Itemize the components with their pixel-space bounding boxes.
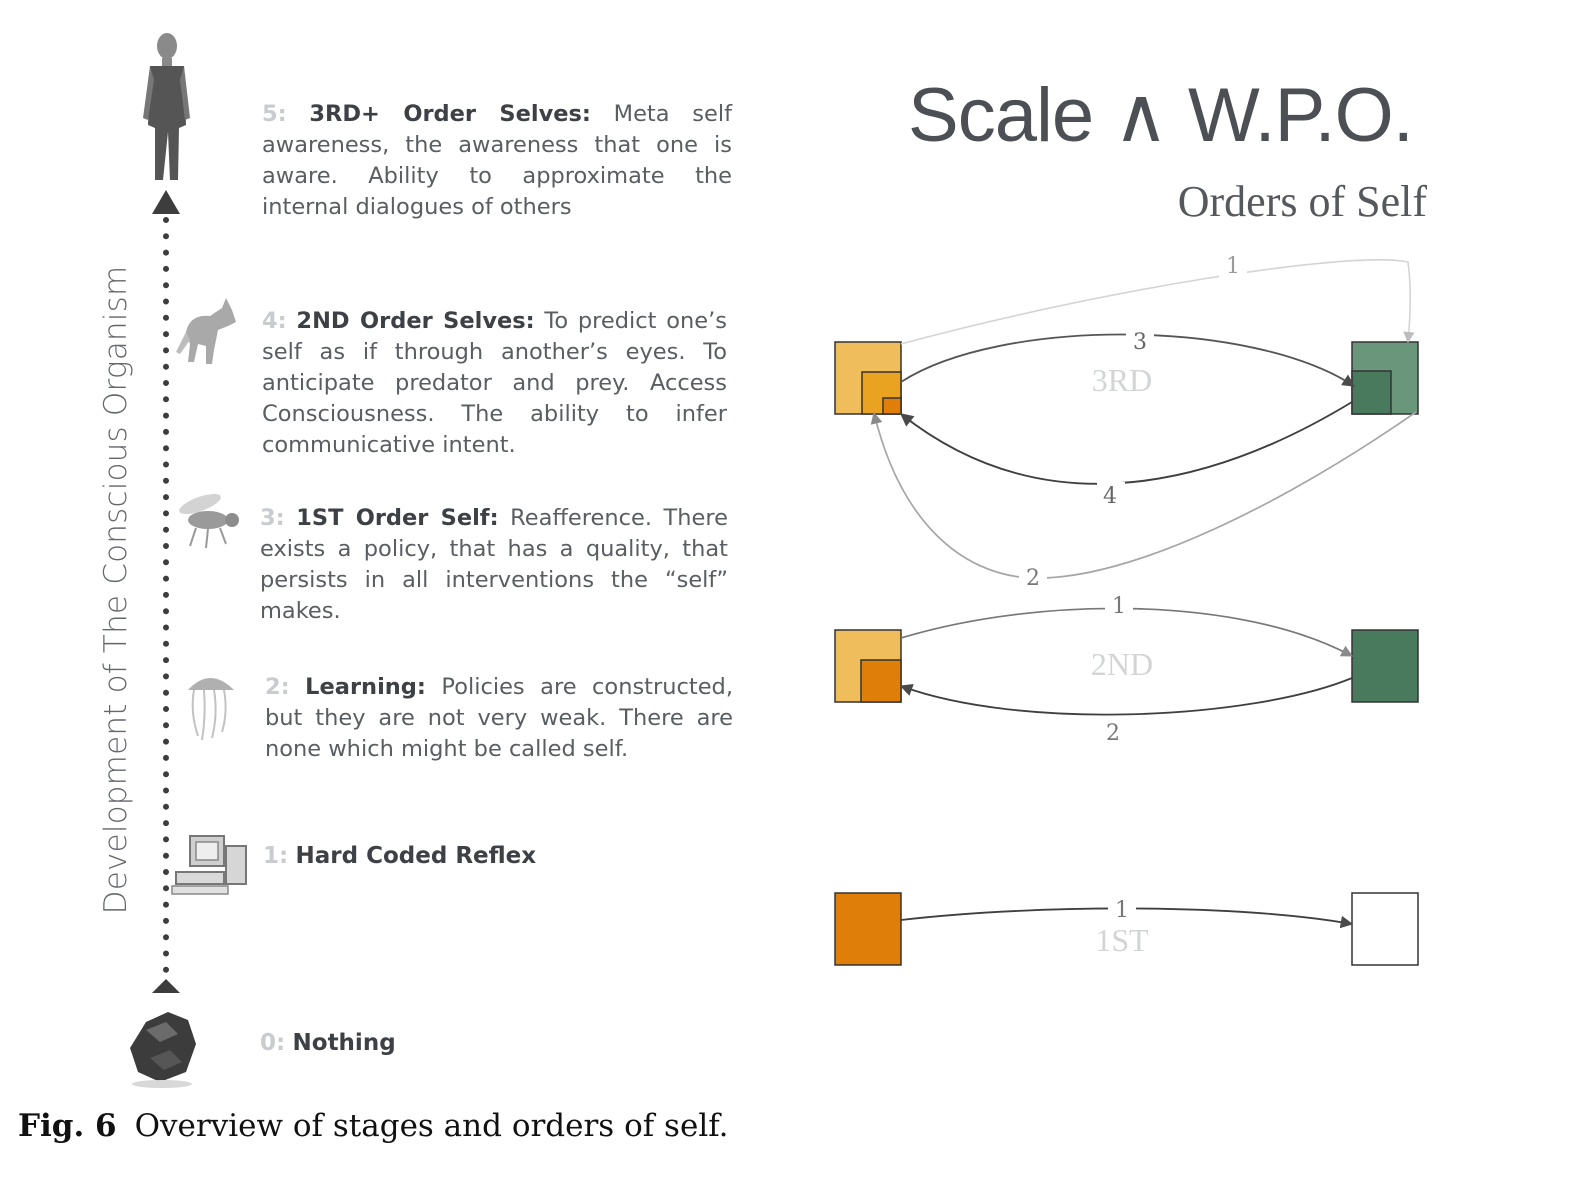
edge-3rd-4 (899, 401, 1353, 485)
stage-0-title: Nothing (292, 1030, 396, 1056)
stage-5-number: 5: (262, 101, 287, 127)
edge-label-3rd-2: 2 (1026, 566, 1040, 591)
stage-5-title: 3RD+ Order Selves: (309, 101, 591, 127)
rock-image (130, 1012, 196, 1088)
level-label-2nd: 2ND (1090, 646, 1154, 682)
timeline (152, 190, 180, 993)
stage-1-title: Hard Coded Reflex (295, 843, 537, 869)
edge-label-1st-1: 1 (1115, 898, 1129, 923)
stage-5-text: 5: 3RD+ Order Selves: Meta self awarenes… (262, 99, 732, 223)
edge-label-3rd-3: 3 (1133, 330, 1147, 355)
human-figure-image (143, 33, 190, 180)
level-label-3rd: 3RD (1091, 362, 1153, 398)
stage-4-title: 2ND Order Selves: (296, 308, 535, 334)
old-computer-image (171, 835, 247, 895)
stage-3-text: 3: 1ST Order Self: Reafference. There ex… (260, 503, 728, 627)
edge-labels: 1 3 4 2 1 2 1 (1019, 252, 1247, 923)
edge-3rd-3 (900, 333, 1356, 387)
stage-3-description: Reafference. There exists a policy, that… (260, 505, 728, 624)
edge-1st-1 (900, 907, 1354, 929)
edge-label-3rd-1: 1 (1226, 254, 1240, 279)
timeline-arrow-up (152, 190, 180, 214)
stage-0-number: 0: (260, 1030, 286, 1056)
edge-2nd-1 (900, 607, 1354, 657)
edge-3rd-1 (900, 259, 1415, 345)
stage-4-description: To predict one’s self as if through anot… (262, 308, 727, 458)
node-2nd-left (834, 629, 902, 703)
node-3rd-right (1351, 341, 1419, 415)
wolf-image (176, 298, 236, 364)
figure-title: Scale ∧ W.P.O. (908, 73, 1414, 158)
caption-label: Fig. 6 (18, 1108, 117, 1144)
stage-0-text: 0: Nothing (260, 1028, 660, 1059)
timeline-arrow-bottom (152, 979, 180, 993)
caption-text: Overview of stages and orders of self. (134, 1108, 729, 1144)
stage-3-title: 1ST Order Self: (296, 505, 499, 531)
edge-2nd-2 (899, 677, 1353, 716)
node-1st-left (834, 892, 902, 966)
fly-image (179, 494, 239, 549)
node-1st-right (1351, 892, 1419, 966)
edge-label-2nd-1: 1 (1112, 594, 1126, 619)
edge-3rd-2 (870, 411, 1417, 579)
stage-4-text: 4: 2ND Order Selves: To predict one’s se… (262, 306, 727, 461)
stage-1-number: 1: (263, 843, 289, 869)
edge-label-3rd-4: 4 (1103, 484, 1117, 509)
figure-subtitle: Orders of Self (1177, 177, 1427, 226)
level-label-1st: 1ST (1095, 922, 1149, 958)
stage-2-description: Policies are constructed, but they are n… (265, 674, 733, 762)
stage-1-text: 1: Hard Coded Reflex (263, 841, 723, 872)
node-2nd-right (1351, 629, 1419, 703)
edge-label-2nd-2: 2 (1106, 721, 1120, 746)
stage-4-number: 4: (262, 308, 287, 334)
stage-2-title: Learning: (305, 674, 426, 700)
stage-2-number: 2: (265, 674, 290, 700)
node-3rd-left (834, 341, 902, 415)
stage-3-number: 3: (260, 505, 285, 531)
stage-5-description: Meta self awareness, the awareness that … (262, 101, 732, 220)
figure-caption: Fig. 6 Overview of stages and orders of s… (18, 1108, 728, 1144)
jellyfish-image (188, 678, 234, 741)
stage-2-text: 2: Learning: Policies are constructed, b… (265, 672, 733, 765)
